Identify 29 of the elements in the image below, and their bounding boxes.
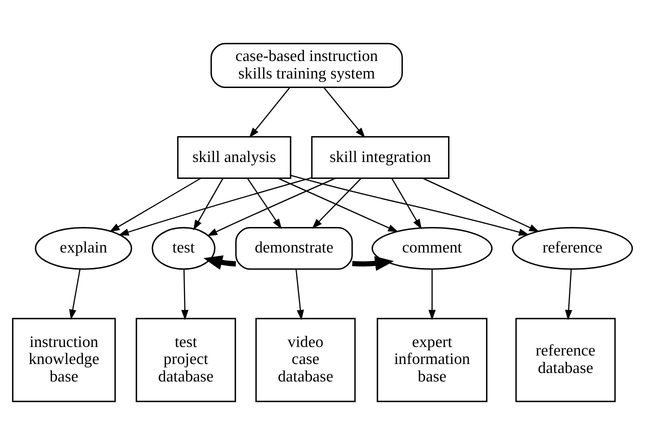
arrow [296,270,304,320]
node-box: instruction knowledge base [12,318,116,402]
arrow [312,178,362,229]
node-box: skill analysis [177,136,292,179]
arrow [203,255,236,270]
arrow [278,178,398,232]
arrow [249,87,290,138]
arrow [422,178,540,232]
arrow [247,178,282,230]
arrow [391,178,422,230]
node-box: skill integration [311,136,450,179]
arrow [290,174,530,236]
arrow [352,256,394,271]
arrow [565,270,572,320]
arrow [206,178,336,236]
arrow [193,178,224,230]
node-ellipse: test [152,226,216,270]
arrow [323,87,366,138]
node-box: case-based instruction skills training system [210,42,403,88]
arrow [69,268,81,320]
arrow [428,270,436,320]
node-box: video case database [255,318,356,402]
arrow [109,178,202,232]
arrow [118,177,312,236]
node-box: expert information base [376,318,488,402]
node-box: demonstrate [235,226,353,270]
node-box: test project database [136,318,236,402]
arrow [181,270,188,320]
node-box: reference database [515,318,616,402]
